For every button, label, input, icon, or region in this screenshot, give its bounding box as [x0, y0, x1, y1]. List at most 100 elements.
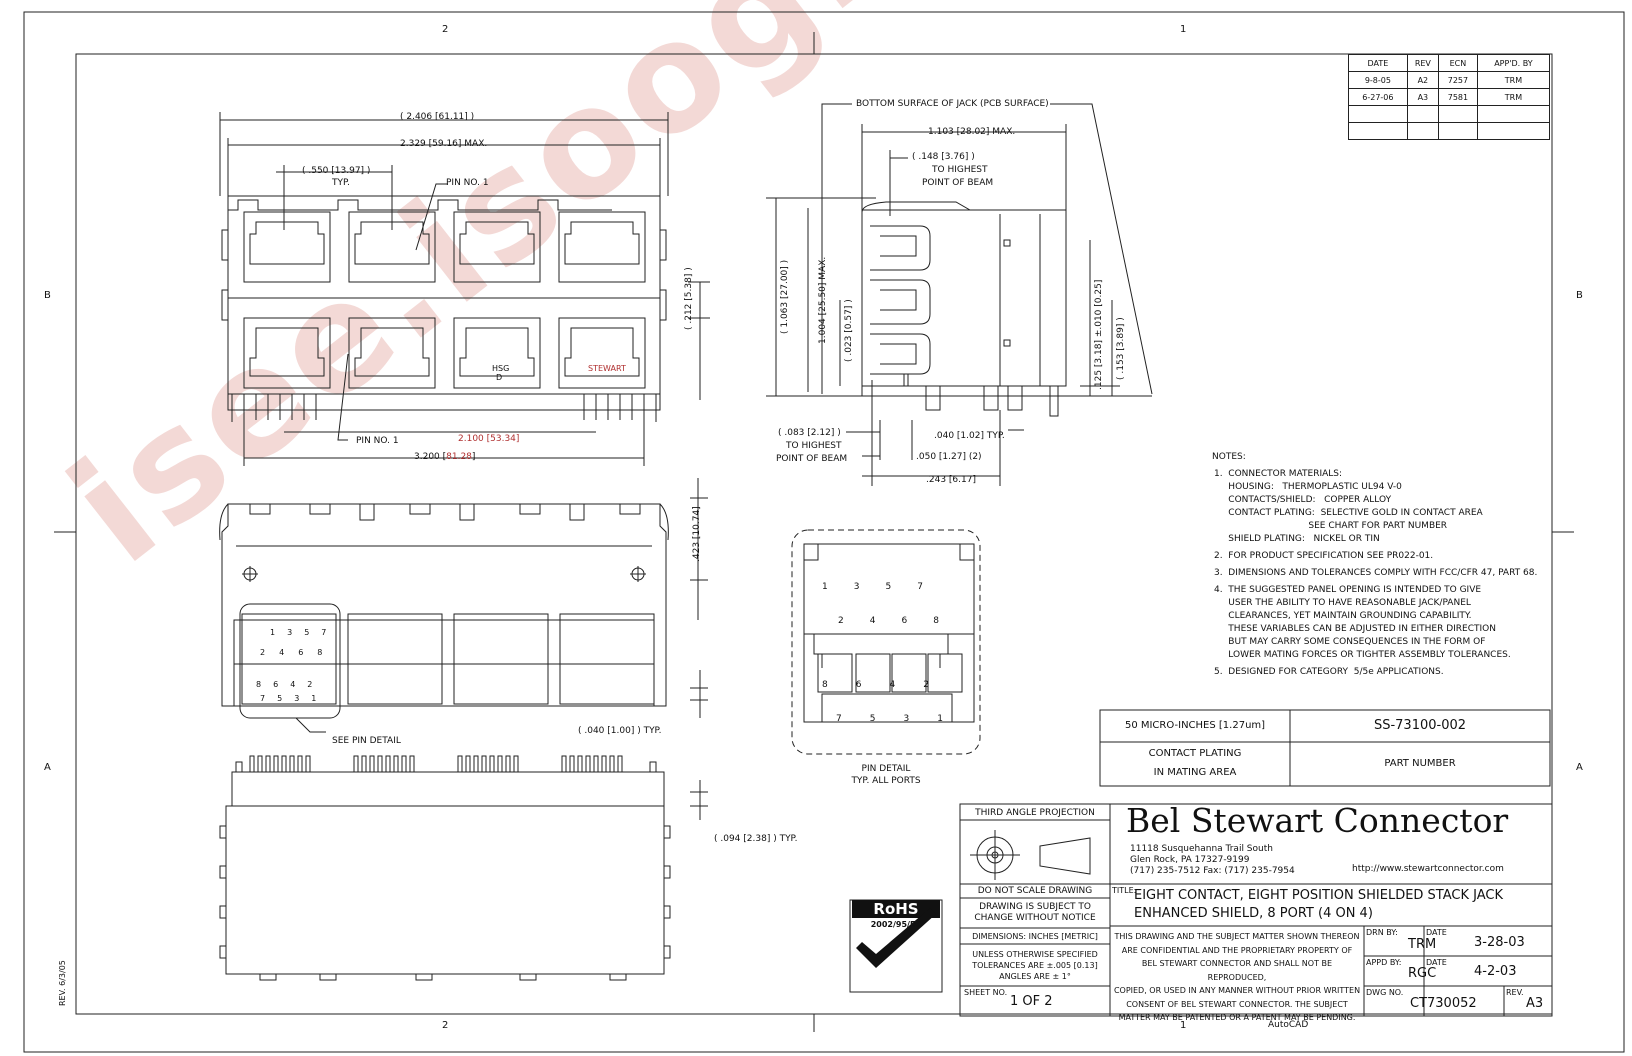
note-line: HOUSING: THERMOPLASTIC UL94 V-0 — [1214, 482, 1402, 492]
revision-row: 9-8-05 A2 7257 TRM — [1348, 71, 1551, 89]
outer-border — [23, 11, 1625, 1053]
zone-top-2: 2 — [442, 24, 449, 35]
pin-detail-caption-1: PIN DETAIL — [861, 764, 911, 774]
pin-detail-row-2: 2468 — [838, 616, 965, 626]
dim-3200: 3.200 [81.28] — [414, 452, 476, 462]
part-number-value: SS-73100-002 — [1373, 718, 1467, 733]
dim-pitch: ( .550 [13.97] ) — [302, 166, 371, 176]
note-line: CONTACT PLATING: SELECTIVE GOLD IN CONTA… — [1214, 508, 1483, 518]
drn-value: TRM — [1408, 937, 1437, 952]
rev-cell — [1406, 122, 1439, 140]
dim-125: .125 [3.18] ±.010 [0.25] — [1094, 279, 1104, 390]
rev-date-label: REV. 6/3/05 — [58, 960, 67, 1006]
dim-pitch-typ: TYP. — [332, 178, 350, 188]
conf-line: THIS DRAWING AND THE SUBJECT MATTER SHOW… — [1114, 932, 1360, 941]
note-line: THESE VARIABLES CAN BE ADJUSTED IN EITHE… — [1214, 624, 1496, 634]
top-view — [219, 112, 710, 466]
note-line: SEE CHART FOR PART NUMBER — [1214, 521, 1448, 531]
plating-label-1: CONTACT PLATING — [1148, 748, 1242, 759]
title-line-1: EIGHT CONTACT, EIGHT POSITION SHIELDED S… — [1134, 888, 1504, 903]
confidential-notice: THIS DRAWING AND THE SUBJECT MATTER SHOW… — [1112, 930, 1362, 1025]
dim-094: ( .094 [2.38] ) TYP. — [714, 834, 798, 844]
to-highest-2: TO HIGHEST — [786, 441, 842, 451]
company-name: Bel Stewart Connector — [1126, 801, 1509, 840]
dim-083: ( .083 [2.12] ) — [778, 428, 841, 438]
front-pin-row-2: 2468 — [260, 648, 337, 657]
title-line-2: ENHANCED SHIELD, 8 PORT (4 ON 4) — [1134, 906, 1373, 921]
pin-detail-row-1: 1357 — [822, 582, 949, 592]
hsg-label: HSG — [492, 364, 510, 373]
note-line: SHIELD PLATING: NICKEL OR TIN — [1214, 534, 1380, 544]
dim-040: ( .040 [1.00] ) TYP. — [578, 726, 662, 736]
revision-row: 6-27-06 A3 7581 TRM — [1348, 88, 1551, 106]
pin-detail-caption-2: TYP. ALL PORTS — [851, 776, 921, 786]
front-pin-row-4: 7531 — [260, 694, 329, 703]
stewart-label: STEWART — [588, 364, 626, 373]
rev-label: REV. — [1506, 988, 1524, 997]
note-line: 2. FOR PRODUCT SPECIFICATION SEE PR022-0… — [1214, 551, 1434, 561]
see-pin-detail: SEE PIN DETAIL — [332, 736, 401, 746]
address-1: 11118 Susquehanna Trail South — [1130, 844, 1273, 854]
pin-detail-row-4: 7531 — [836, 714, 971, 724]
rev-cell: 7257 — [1437, 71, 1478, 89]
hsg-d-label: D — [496, 373, 503, 382]
point-of-beam-2: POINT OF BEAM — [776, 454, 848, 464]
rev-cell: TRM — [1476, 88, 1551, 106]
note-line: 3. DIMENSIONS AND TOLERANCES COMPLY WITH… — [1214, 568, 1538, 578]
dwg-label: DWG NO. — [1366, 988, 1404, 997]
note-line: 1. CONNECTOR MATERIALS: — [1214, 469, 1343, 479]
address-3: (717) 235-7512 Fax: (717) 235-7954 — [1130, 866, 1295, 876]
bottom-surface-label: BOTTOM SURFACE OF JACK (PCB SURFACE) — [856, 99, 1049, 109]
rev-cell: A3 — [1406, 88, 1439, 106]
rev-cell: A2 — [1406, 71, 1439, 89]
tolerance-3: ANGLES ARE ± 1° — [999, 972, 1071, 981]
rev-cell: 7581 — [1437, 88, 1478, 106]
dim-040b: .040 [1.02] TYP. — [934, 431, 1005, 441]
sheet-value: 1 OF 2 — [1010, 994, 1053, 1009]
appd-label: APPD BY: — [1366, 958, 1402, 967]
rev-value: A3 — [1526, 996, 1544, 1011]
zone-left-b: B — [44, 290, 51, 301]
note-line: 4. THE SUGGESTED PANEL OPENING IS INTEND… — [1214, 585, 1482, 595]
dim-1103: 1.103 [28.02] MAX. — [928, 127, 1016, 137]
conf-line: MATTER MAY BE PATENTED OR A PATENT MAY B… — [1118, 1013, 1356, 1022]
dim-1063: ( 1.063 [27.00] ) — [780, 259, 790, 334]
pin1-top-label: PIN NO. 1 — [446, 178, 489, 188]
plating-value: 50 MICRO-INCHES [1.27um] — [1124, 720, 1266, 731]
dim-050: .050 [1.27] (2) — [916, 452, 982, 462]
point-of-beam-1: POINT OF BEAM — [922, 178, 994, 188]
pin1-bottom-label: PIN NO. 1 — [356, 436, 399, 446]
rev-cell: 9-8-05 — [1348, 71, 1408, 89]
appd-date: 4-2-03 — [1474, 964, 1517, 979]
note-line: LOWER MATING FORCES OR TIGHTER ASSEMBLY … — [1214, 650, 1511, 660]
revision-header: DATE REV ECN APP'D. BY — [1348, 54, 1551, 72]
zone-left-a: A — [44, 762, 51, 773]
dim-243: .243 [6.17] — [926, 475, 976, 485]
front-pin-row-3: 8642 — [256, 680, 325, 689]
drn-label: DRN BY: — [1366, 928, 1398, 937]
zone-right-a: A — [1576, 762, 1583, 773]
rev-cell — [1437, 122, 1478, 140]
conf-line: COPIED, OR USED IN ANY MANNER WITHOUT PR… — [1113, 986, 1361, 995]
dim-1004: 1.004 [25.50] MAX. — [818, 256, 828, 344]
front-view — [219, 478, 708, 733]
conf-line: ARE CONFIDENTIAL AND THE PROPRIETARY PRO… — [1121, 945, 1353, 955]
projection-label: THIRD ANGLE PROJECTION — [975, 808, 1095, 818]
title-label: TITLE: — [1112, 886, 1137, 895]
autocad-label: AutoCAD — [1268, 1020, 1309, 1030]
note-line: BUT MAY CARRY SOME CONSEQUENCES IN THE F… — [1214, 637, 1486, 647]
dim-2100: 2.100 [53.34] — [458, 434, 520, 444]
rev-cell — [1476, 105, 1551, 123]
revision-table: DATE REV ECN APP'D. BY 9-8-05 A2 7257 TR… — [1348, 54, 1551, 140]
note-line: CLEARANCES, YET MAINTAIN GROUNDING CAPAB… — [1214, 611, 1472, 621]
sheet-label: SHEET NO. — [964, 988, 1008, 997]
address-2: Glen Rock, PA 17327-9199 — [1130, 855, 1250, 865]
zone-right-b: B — [1576, 290, 1583, 301]
dimensions-units: DIMENSIONS: INCHES [METRIC] — [972, 932, 1098, 941]
drn-date-label: DATE — [1426, 928, 1447, 937]
rev-cell: 6-27-06 — [1348, 88, 1408, 106]
dim-423: .423 [10.74] — [692, 506, 702, 562]
dim-153: ( .153 [3.89] ) — [1116, 317, 1126, 380]
rev-cell — [1348, 105, 1408, 123]
